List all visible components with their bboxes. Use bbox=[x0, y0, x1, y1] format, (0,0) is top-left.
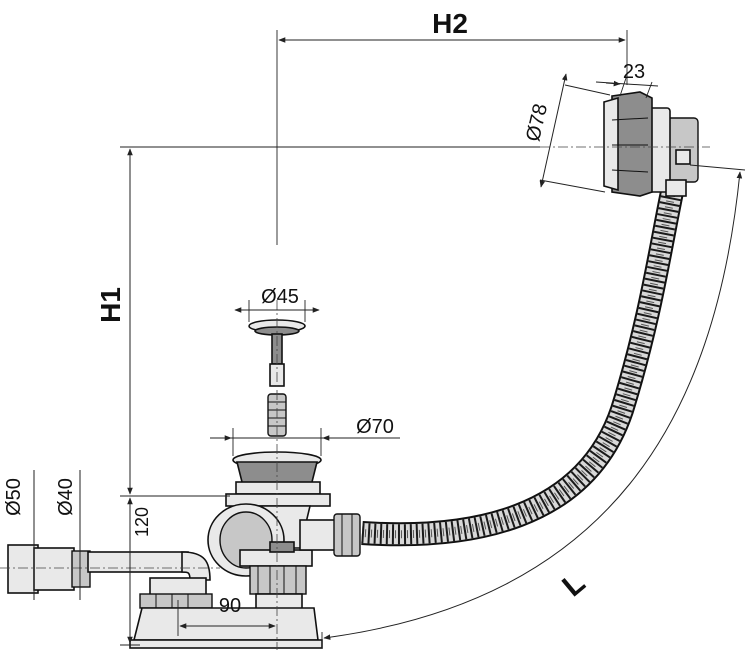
center-lines bbox=[0, 146, 710, 650]
d45-label: Ø45 bbox=[261, 286, 299, 308]
trap-and-outlet bbox=[7, 544, 323, 649]
l-label: L bbox=[556, 566, 591, 603]
dimension-d40: Ø40 bbox=[55, 470, 81, 600]
dimension-h2: H2 bbox=[276, 8, 628, 245]
dimension-h1: H1 bbox=[95, 146, 540, 497]
dimension-d78: Ø78 bbox=[522, 73, 611, 193]
d50-label: Ø50 bbox=[3, 478, 25, 516]
waste-body bbox=[207, 451, 331, 617]
flexible-hose bbox=[361, 189, 684, 547]
dimension-l: L bbox=[321, 164, 746, 648]
dimension-d45: Ø45 bbox=[234, 286, 320, 322]
dimension-90: 90 bbox=[177, 595, 276, 636]
h1-label: H1 bbox=[95, 287, 126, 323]
dimension-120: 120 bbox=[120, 497, 152, 646]
h2-label: H2 bbox=[432, 8, 468, 39]
d70-label: Ø70 bbox=[356, 416, 394, 438]
dimension-d70: Ø70 bbox=[210, 416, 400, 456]
overflow-head bbox=[603, 91, 699, 197]
plug-assembly bbox=[248, 319, 306, 437]
d40-label: Ø40 bbox=[55, 478, 77, 516]
dimension-d50: Ø50 bbox=[3, 470, 35, 600]
w23-label: 23 bbox=[623, 61, 645, 83]
h120-label: 120 bbox=[132, 507, 152, 537]
d78-label: Ø78 bbox=[522, 102, 552, 144]
w90-label: 90 bbox=[219, 595, 241, 617]
dimension-23: 23 bbox=[595, 61, 659, 99]
